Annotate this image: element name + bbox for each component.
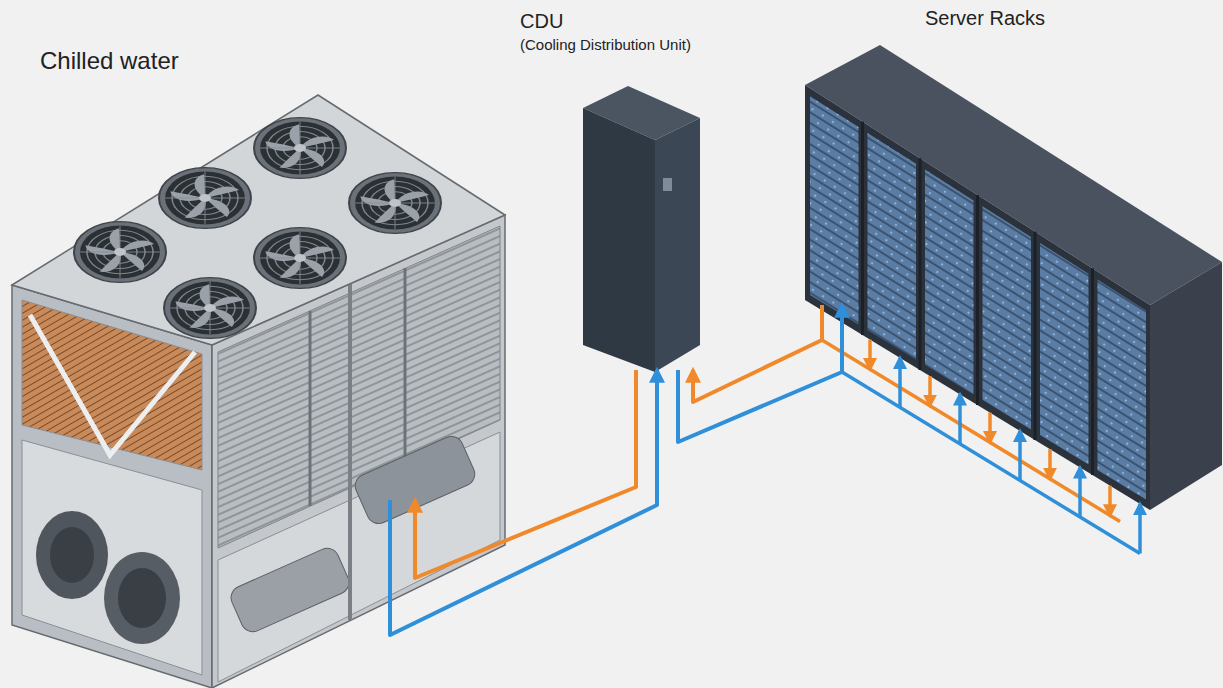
hot-branch [928,376,932,406]
fan [349,173,441,234]
compressor [227,544,352,635]
node-subtitle: (Cooling Distribution Unit) [520,35,760,55]
chiller-unit: Chilled water [10,45,505,500]
cold-branch [898,358,902,408]
compressor [351,433,478,528]
rack-front [805,85,1150,510]
frame-post [348,283,352,620]
server-racks: Server Racks [805,5,1223,305]
cold-pipe [678,305,842,442]
rack-glass [868,133,917,360]
cold-branch [958,394,962,444]
cdu-front [583,108,655,372]
cold-manifold [842,372,1140,554]
motor [50,527,94,583]
motor [36,511,108,599]
chiller-bay [22,440,202,675]
rack-divider [1091,268,1094,475]
chiller-side [12,285,212,688]
fan [254,228,346,289]
node-heading: CDU [520,8,760,35]
hot-pipe [415,370,636,578]
rack-manifolds [822,340,1140,554]
cold-branch [1078,467,1082,517]
compressor-bay [218,432,500,682]
cdu-illustration [583,86,700,372]
chiller-illustration [12,95,505,688]
hot-branch [868,340,872,370]
hot-branch [988,413,992,443]
motor [118,568,166,628]
coil-brace [30,315,195,455]
rack-glass [1098,280,1147,500]
rack-divider [919,158,922,370]
panel-divider [404,268,407,463]
fan [164,278,256,339]
hot-manifold [822,340,1120,522]
rack-glass [925,170,974,395]
rack-glass [810,96,859,324]
cold-branch [1138,504,1142,554]
node-heading: Server Racks [925,5,1223,32]
rack-glass [1040,243,1089,465]
fan [254,118,346,179]
cdu-display [663,178,672,191]
cdu-side [655,118,700,372]
node-heading: Chilled water [40,45,505,77]
rack-divider [861,122,864,335]
rack-illustration [805,45,1222,510]
fan [159,168,251,229]
motor [104,552,180,644]
cold-branch [1018,431,1022,481]
rack-divider [976,195,979,405]
fan [74,222,166,283]
panel-divider [309,311,312,506]
cdu-cabinet: CDU(Cooling Distribution Unit) [520,8,760,370]
hot-branch [1108,486,1112,516]
hot-branch [1048,449,1052,479]
hot-pipe [693,305,822,402]
cold-pipe [390,370,657,635]
rack-side [1150,262,1222,510]
rack-glass [983,206,1032,429]
chiller-top [12,95,505,345]
rack-divider [1034,232,1037,440]
